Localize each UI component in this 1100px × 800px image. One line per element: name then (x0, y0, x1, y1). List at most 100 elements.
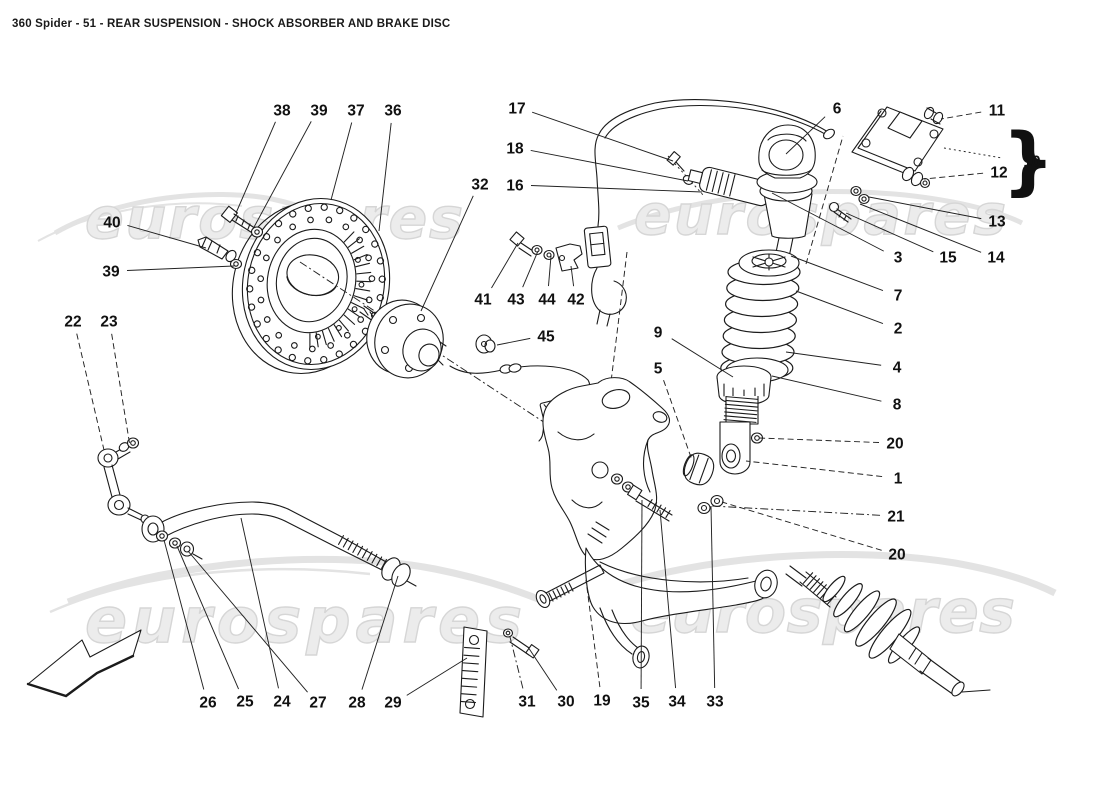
leader-line (491, 242, 519, 289)
threaded-section (723, 396, 759, 423)
shock-bushing (682, 452, 715, 486)
leader-line (378, 122, 392, 232)
leader-line (868, 196, 982, 220)
bolt-thread (647, 499, 671, 518)
part-number: 13 (988, 214, 1006, 231)
leader-line (406, 657, 468, 696)
direction-arrow (26, 629, 142, 698)
part-number: 20 (888, 547, 905, 564)
cable-bracket (555, 243, 583, 272)
watermark-text: eurospares (85, 584, 522, 657)
leader-line (509, 636, 524, 689)
leader-line (163, 539, 205, 690)
assembly-axis-line (299, 261, 566, 437)
leader-line (745, 460, 883, 478)
leader-line (530, 185, 703, 193)
part-number: 29 (384, 695, 402, 712)
leader-line (530, 149, 689, 182)
bar-thread (338, 535, 387, 569)
part-number: 24 (273, 694, 291, 711)
leader-line (659, 509, 677, 689)
toe-link (535, 564, 605, 609)
grommet (475, 334, 496, 354)
part-number: 25 (236, 694, 254, 711)
part-number: 15 (939, 250, 957, 267)
leader-line (940, 111, 982, 120)
leader-line (758, 437, 880, 443)
part-number: 32 (471, 177, 488, 194)
leader-line (531, 111, 674, 162)
part-number: 39 (310, 103, 328, 120)
link-bolt (502, 628, 540, 659)
page-title: 360 Spider - 51 - REAR SUSPENSION - SHOC… (12, 18, 451, 30)
leader-line (111, 333, 131, 447)
part-number: 9 (654, 325, 663, 342)
lower-control-arm (584, 547, 778, 669)
leader-line (496, 337, 531, 346)
part-number: 31 (518, 694, 536, 711)
anti-roll-bar (97, 437, 417, 587)
bracket-hatch (459, 646, 481, 704)
axle-cv-boot (785, 565, 991, 697)
boot-ribs (822, 575, 921, 664)
leader-line (663, 380, 693, 461)
bracket-bolt-washers (509, 231, 555, 261)
part-number: 21 (887, 509, 905, 526)
suspension-upright (542, 251, 671, 561)
arm-bolt-washers (610, 432, 764, 522)
part-number: 19 (593, 693, 611, 710)
part-number: 22 (64, 314, 81, 331)
part-number: 33 (706, 694, 724, 711)
part-number: 4 (893, 360, 902, 377)
leader-line (771, 192, 884, 252)
part-number: 10 (1023, 154, 1040, 171)
disc-vent-slots (309, 231, 372, 349)
leader-line (361, 575, 399, 690)
part-number: 27 (309, 695, 326, 712)
leader-line (721, 501, 882, 551)
wheel-hub (366, 299, 447, 379)
shock-absorber (716, 124, 844, 475)
part-number: 34 (668, 694, 686, 711)
upper-mount-bracket (828, 106, 1003, 223)
leader-line (176, 545, 240, 690)
watermark-top-left: eurospares (37, 185, 464, 253)
leader-line (127, 225, 207, 249)
leader-line (570, 265, 575, 287)
part-number: 43 (507, 292, 525, 309)
leader-line (585, 579, 601, 688)
leader-line (126, 265, 235, 271)
leader-line (252, 121, 312, 230)
leader-line (76, 333, 105, 451)
leader-line (845, 212, 934, 253)
leader-line (785, 116, 826, 155)
leader-line (640, 499, 643, 690)
part-number: 36 (384, 103, 402, 120)
leader-line (527, 646, 558, 691)
toelink-thread (548, 582, 574, 602)
leader-line (187, 550, 308, 693)
leader-line (420, 195, 474, 312)
leader-line (711, 505, 881, 516)
leader-line (790, 255, 884, 291)
drop-link-bracket (459, 626, 488, 718)
part-number: 2 (894, 321, 903, 338)
leader-line (859, 203, 982, 253)
leader-line (671, 338, 734, 378)
leader-line (785, 351, 882, 366)
part-number: 6 (833, 101, 842, 118)
leader-line (548, 255, 552, 287)
part-number: 44 (538, 292, 556, 309)
part-number: 17 (508, 101, 525, 118)
part-number: 42 (567, 292, 584, 309)
part-number: 5 (654, 361, 663, 378)
part-number: 38 (273, 103, 291, 120)
leader-line (522, 250, 539, 288)
part-number: 37 (347, 103, 364, 120)
part-number: 11 (989, 103, 1006, 120)
part-number: 12 (990, 165, 1007, 182)
part-number: 20 (886, 436, 903, 453)
part-number: 30 (557, 694, 574, 711)
